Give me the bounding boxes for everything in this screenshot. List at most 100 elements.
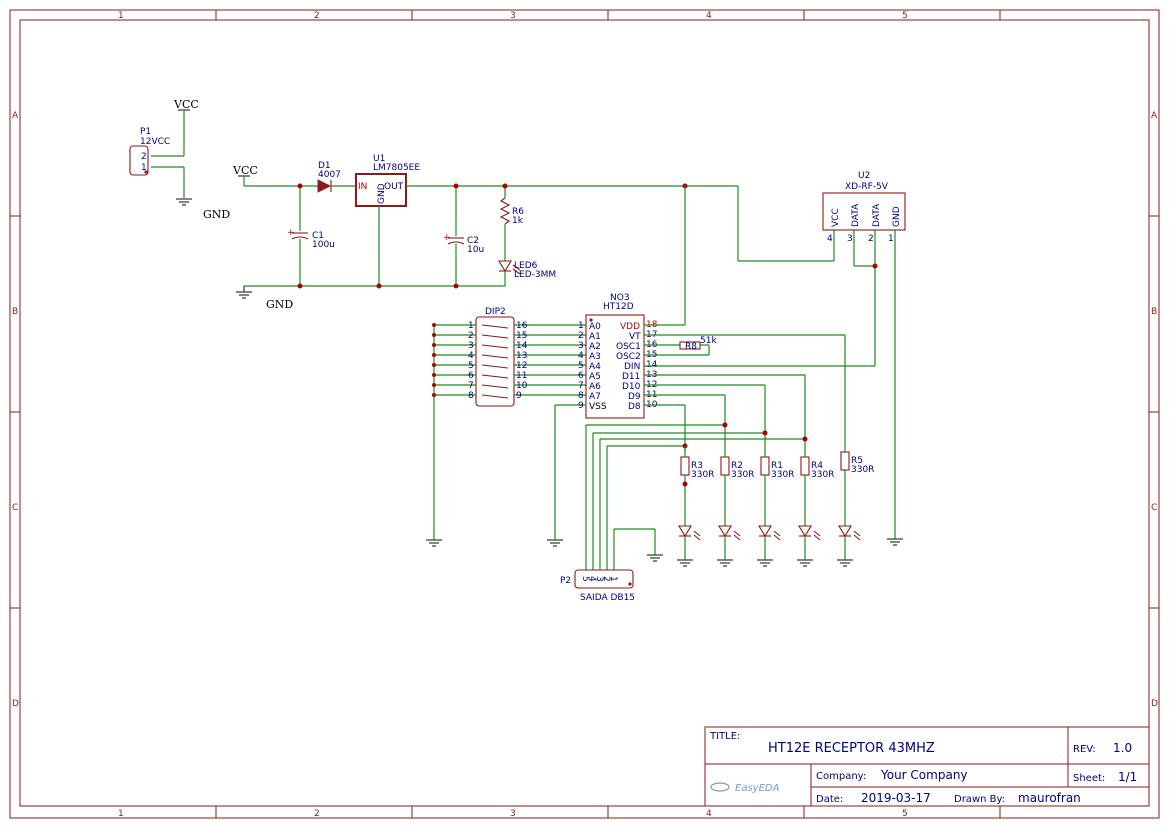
dip2-rows (432, 323, 586, 399)
svg-text:5: 5 (578, 361, 584, 371)
svg-text:OSC2: OSC2 (616, 352, 641, 362)
svg-text:14: 14 (516, 341, 528, 351)
dip2-right-nums: 16 15 14 13 12 11 10 9 (516, 321, 528, 401)
d1-value: 4007 (318, 170, 341, 180)
col-label-top: 1 (118, 11, 124, 21)
u2-pin-num: 2 (868, 234, 874, 244)
r6-ref: R6 (512, 207, 524, 217)
p1-ref: P1 (140, 127, 151, 137)
u2-value: XD-RF-5V (845, 182, 889, 192)
svg-text:13: 13 (516, 351, 527, 361)
svg-text:4: 4 (468, 351, 474, 361)
power-supply-section: VCC D1 4007 IN OUT GND U1 LM7805EE + C1 (232, 154, 738, 311)
svg-text:6: 6 (468, 371, 474, 381)
svg-text:R3: R3 (691, 461, 703, 471)
svg-text:14: 14 (646, 360, 658, 370)
svg-text:330R: 330R (771, 470, 794, 480)
ground-symbol (647, 554, 663, 562)
svg-text:D11: D11 (622, 372, 640, 382)
r8-value: 51k (700, 336, 717, 346)
output-leds: R3 330R R2 330R R1 330R R4 330R R5 330R (585, 422, 874, 570)
svg-text:1: 1 (578, 321, 584, 331)
svg-text:10: 10 (516, 381, 528, 391)
ground-symbol (887, 538, 903, 546)
svg-text:3: 3 (578, 341, 584, 351)
svg-text:R4: R4 (811, 461, 823, 471)
svg-text:16: 16 (516, 321, 528, 331)
col-label-top: 3 (510, 11, 516, 21)
resistor-r2: R2 330R (720, 456, 754, 526)
svg-text:330R: 330R (851, 465, 874, 475)
title-block: TITLE: HT12E RECEPTOR 43MHZ REV: 1.0 Com… (704, 726, 1150, 807)
dip-switch-dip2: DIP2 1 2 3 4 5 6 7 8 16 15 14 (426, 307, 586, 547)
svg-text:R1: R1 (771, 461, 783, 471)
svg-text:9: 9 (578, 401, 584, 411)
row-label-left: D (12, 699, 19, 709)
u2-pin-num: 1 (888, 234, 894, 244)
u1-out-label: OUT (384, 182, 404, 192)
ground-symbol (547, 539, 563, 547)
svg-text:DIN: DIN (624, 362, 640, 372)
p2-connector: 5 4 3 2 1 P2 SAIDA DB15 (560, 569, 635, 603)
svg-text:7: 7 (578, 381, 584, 391)
u2-pin-num: 4 (827, 234, 833, 244)
row-label-right: A (1151, 111, 1158, 121)
svg-text:A5: A5 (589, 372, 601, 382)
rev-value: 1.0 (1113, 741, 1132, 755)
row-label-left: C (12, 503, 18, 513)
svg-text:4: 4 (578, 351, 584, 361)
svg-text:A4: A4 (589, 362, 601, 372)
dip2-left-nums: 1 2 3 4 5 6 7 8 (468, 321, 474, 401)
led-outputs (677, 525, 861, 567)
svg-text:7: 7 (468, 381, 474, 391)
svg-text:8: 8 (468, 391, 474, 401)
c2-ref: C2 (467, 236, 479, 246)
col-label-bottom: 2 (314, 809, 320, 819)
gnd-label: GND (203, 208, 230, 221)
svg-text:D10: D10 (622, 382, 641, 392)
svg-text:5: 5 (580, 576, 590, 582)
row-label-right: B (1151, 307, 1157, 317)
u1-value: LM7805EE (373, 163, 420, 173)
svg-text:A6: A6 (589, 382, 601, 392)
no3-value: HT12D (603, 302, 634, 312)
c1-value: 100u (312, 240, 335, 250)
svg-text:330R: 330R (691, 470, 714, 480)
u2-pin-name: GND (892, 206, 902, 227)
svg-text:11: 11 (516, 371, 527, 381)
easyeda-logo: EasyEDA (710, 782, 780, 794)
svg-text:A1: A1 (589, 332, 601, 342)
svg-text:R2: R2 (731, 461, 743, 471)
decoder-no3: NO3 HT12D 1 2 3 4 5 6 7 8 9 A0 A1 A2 A3 … (547, 186, 875, 547)
drawing-frame: 1 2 3 4 5 1 2 3 4 5 A B C D A B C D (9, 9, 1160, 819)
u2-ref: U2 (858, 171, 870, 181)
svg-text:12: 12 (516, 361, 527, 371)
row-label-left: B (12, 307, 18, 317)
row-label-right: D (1151, 699, 1158, 709)
svg-text:EasyEDA: EasyEDA (735, 783, 780, 794)
ground-symbol (426, 539, 442, 547)
dip2-ref: DIP2 (485, 307, 506, 317)
led6-value: LED-3MM (514, 270, 556, 280)
col-label-bottom: 1 (118, 809, 124, 819)
svg-text:+: + (443, 233, 451, 243)
d1-ref: D1 (318, 161, 331, 171)
svg-text:2: 2 (468, 331, 474, 341)
rf-module-u2: U2 XD-RF-5V VCC DATA DATA GND 4 3 2 1 (737, 171, 906, 546)
svg-text:3: 3 (468, 341, 474, 351)
u1-in-label: IN (358, 182, 367, 192)
p2-value: SAIDA DB15 (580, 593, 635, 603)
sheet-label: Sheet: (1073, 773, 1105, 784)
svg-text:+: + (287, 228, 295, 238)
p1-value: 12VCC (140, 137, 170, 147)
no3-ref: NO3 (610, 293, 630, 303)
svg-text:330R: 330R (811, 470, 834, 480)
p1-pin2: 2 (141, 152, 147, 162)
row-label-left: A (12, 111, 19, 121)
resistor-r4: R4 330R (800, 456, 834, 526)
col-label-top: 2 (314, 11, 320, 21)
rev-label: REV: (1073, 744, 1096, 755)
u2-pin-name: DATA (872, 203, 882, 227)
regulator-u1: IN OUT GND U1 LM7805EE (355, 154, 420, 207)
